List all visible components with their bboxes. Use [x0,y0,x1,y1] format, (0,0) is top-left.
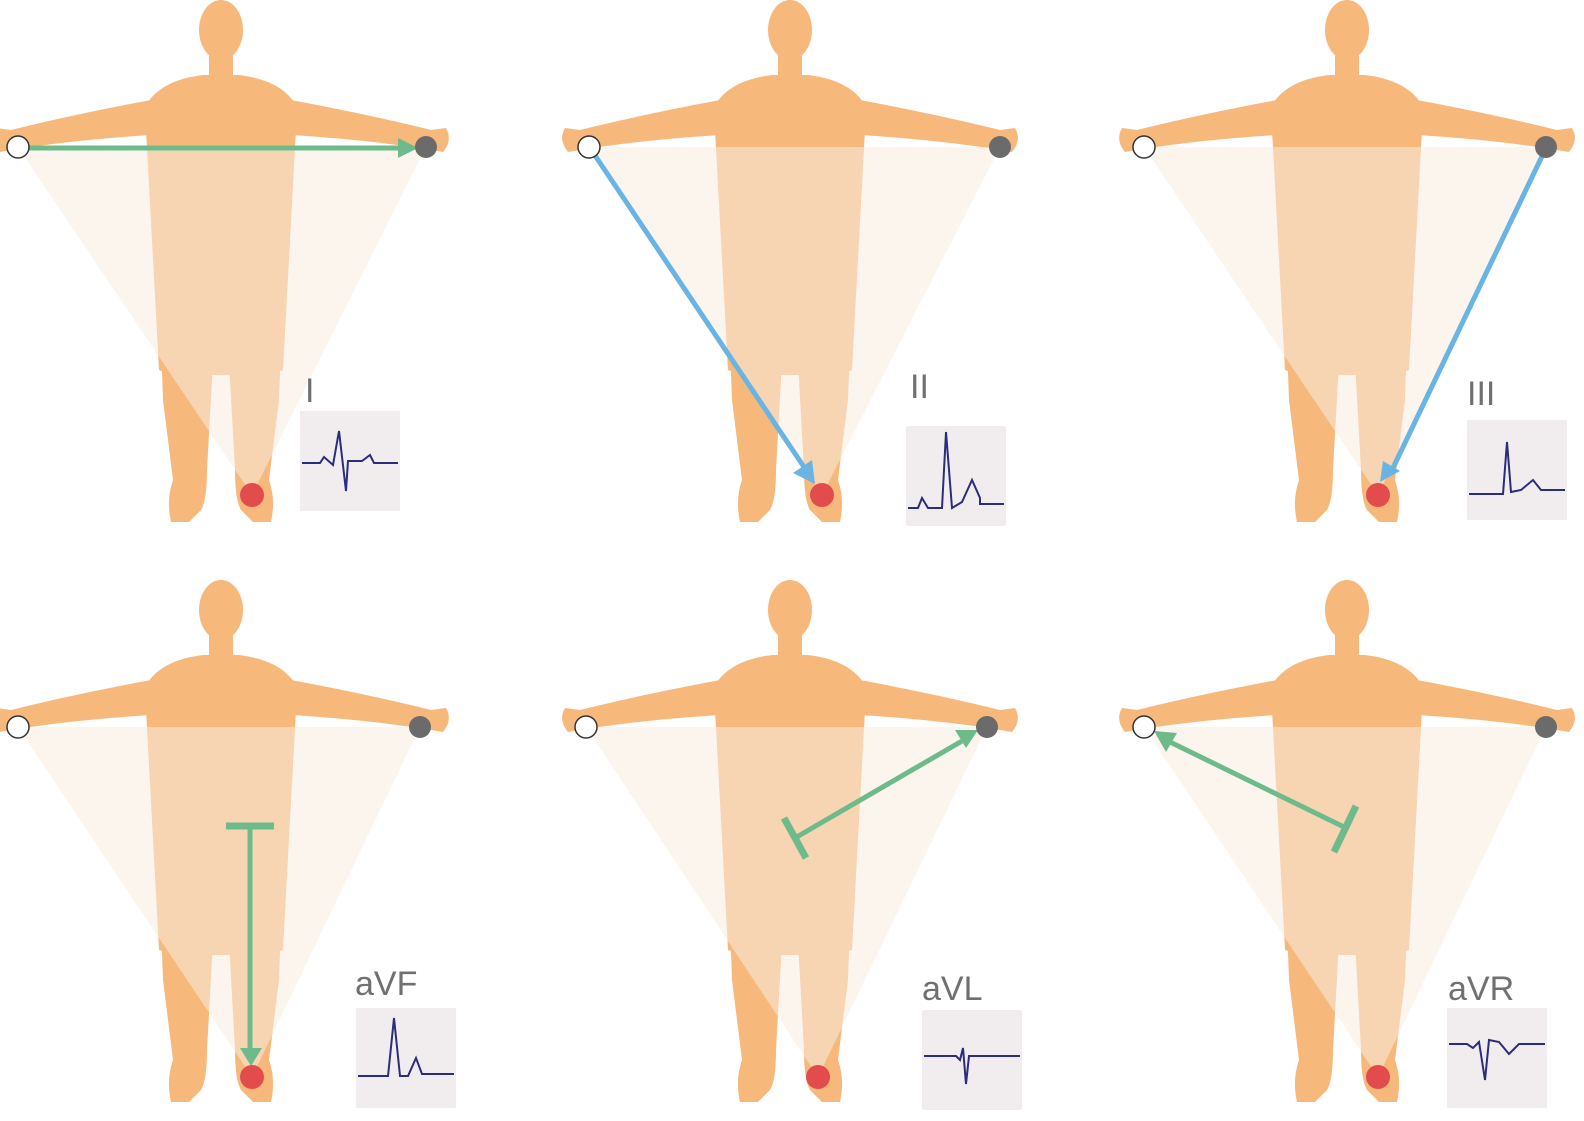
ecg-box [922,1010,1022,1110]
ecg-box [1447,1008,1547,1108]
ecg-trace [1449,1038,1545,1081]
electrode-left-arm [989,136,1011,158]
electrode-left-arm [976,716,998,738]
einthoven-triangle [18,147,426,495]
electrode-left-leg [240,483,264,507]
panel-lead-avl: aVL [562,580,1022,1110]
ecg-trace [1469,441,1565,495]
electrode-left-arm [1535,136,1557,158]
ecg-trace [924,1047,1020,1085]
lead-label: aVF [355,965,417,1003]
arrow-head [1380,461,1400,482]
lead-label: aVL [922,970,983,1008]
lead-label: aVR [1448,970,1514,1008]
arrow-head [398,138,418,158]
arrow-head [955,730,978,748]
ecg-box [356,1008,456,1108]
panel-lead-avf: aVF [0,580,456,1108]
electrode-right-arm [574,715,598,739]
ecg-box [1467,420,1567,520]
electrode-left-arm [1535,716,1557,738]
electrode-left-leg [806,1065,830,1089]
einthoven-triangle [1144,727,1546,1077]
ecg-trace [358,1017,454,1077]
einthoven-triangle [586,727,987,1077]
lead-arrow [1389,148,1548,472]
lead-label: III [1467,375,1495,413]
electrode-left-leg [810,483,834,507]
ecg-box [300,411,400,511]
electrode-right-arm [1132,715,1156,739]
electrode-left-leg [1366,1065,1390,1089]
electrode-right-arm [6,135,30,159]
panel-lead-ii: II [562,0,1018,526]
electrode-left-leg [240,1065,264,1089]
arrow-head [793,460,815,484]
ecg-trace [908,431,1004,510]
einthoven-triangle [1144,147,1546,495]
electrode-left-arm [415,136,437,158]
lead-label: II [910,368,929,406]
einthoven-triangle [18,727,420,1077]
lead-arrow [1168,739,1348,831]
einthoven-triangle [589,147,1000,495]
arrow-head [240,1048,262,1066]
electrode-left-leg [1366,483,1390,507]
lead-arrow [793,738,964,841]
ecg-box [906,426,1006,526]
panel-lead-avr: aVR [1119,580,1575,1108]
ecg-trace [302,430,398,492]
panel-lead-iii: III [1119,0,1575,522]
electrode-right-arm [1132,135,1156,159]
lead-arrow [587,146,809,472]
panel-lead-i: I [0,0,449,522]
arrow-head [1154,731,1177,752]
lead-label: I [305,372,314,410]
electrode-right-arm [577,135,601,159]
electrode-right-arm [6,715,30,739]
electrode-left-arm [409,716,431,738]
